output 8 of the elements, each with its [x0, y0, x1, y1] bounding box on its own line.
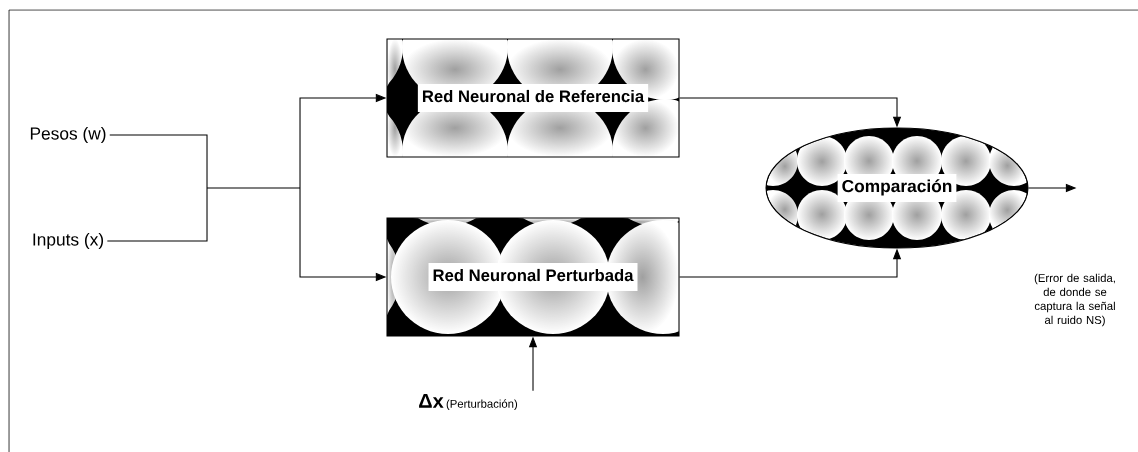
- input-label: Inputs (x): [33, 232, 104, 250]
- output-note: (Error de salida, de donde se captura la señal al ruido NS): [1034, 273, 1115, 327]
- process-box: Red Neuronal Perturbada: [386, 217, 680, 337]
- input-label: Pesos (w): [30, 126, 106, 144]
- process-box: Red Neuronal de Referencia: [386, 38, 680, 158]
- connector-line: [109, 134, 208, 189]
- connector-line: [106, 187, 208, 242]
- connector-line: [206, 187, 301, 189]
